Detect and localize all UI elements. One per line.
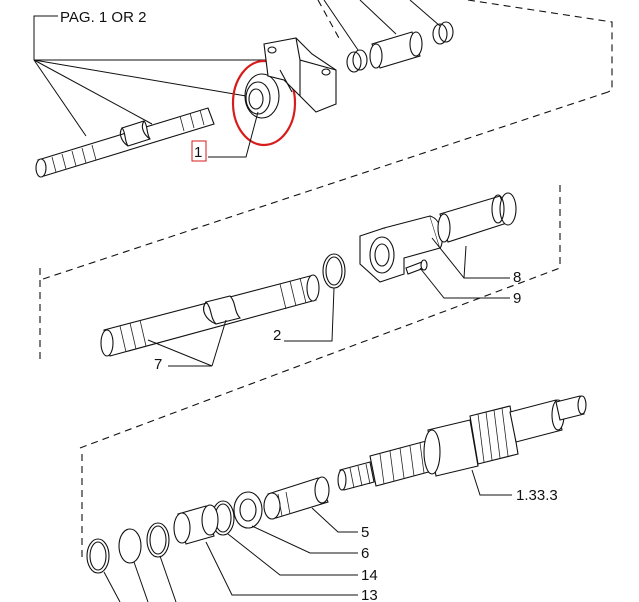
callout-8-label: 8 [513, 269, 521, 286]
leader-top-right [409, 0, 441, 27]
callout-5-label: 5 [361, 524, 369, 541]
circlip-inner [89, 541, 107, 571]
callout-8-leader [463, 245, 467, 279]
callout-1-33-3-leader [471, 469, 512, 496]
callout-14-label: 14 [361, 567, 378, 584]
geared-shaft [337, 395, 587, 491]
highlight-circle [231, 59, 297, 147]
leader-offpage [103, 571, 121, 602]
callout-9-leader [419, 267, 510, 299]
top-splined-shaft [35, 107, 215, 178]
page-reference-label: PAG. 1 OR 2 [60, 9, 146, 26]
leader-to-shaft-mid [33, 59, 153, 125]
screw-part-9 [405, 259, 428, 275]
page-ref-leader [33, 15, 58, 60]
top-circlips-and-sleeve [346, 21, 454, 73]
lower-assembly: 1.33.3 5 6 14 13 [81, 395, 587, 602]
bearing-housing [263, 37, 337, 113]
callout-7-label: 7 [154, 356, 162, 373]
callout-8-leader [431, 237, 510, 279]
ring-inner [149, 525, 167, 555]
seal-ring-inner [325, 256, 343, 286]
middle-assembly: 8 9 2 7 [39, 185, 561, 449]
leader-offpage [159, 555, 177, 602]
callout-5-leader [311, 507, 358, 533]
leader-top-right [323, 0, 359, 51]
leader-to-bearing [33, 59, 247, 97]
leader-offpage [133, 561, 149, 602]
flange-cover-part-8 [359, 215, 443, 283]
washer-part-6 [233, 491, 263, 529]
callout-6-label: 6 [361, 545, 369, 562]
washer-inner [239, 498, 257, 522]
callout-13-leader [205, 541, 358, 596]
callout-6-leader [251, 525, 358, 554]
callout-2-label: 2 [273, 327, 281, 344]
callout-1-label: 1 [194, 144, 202, 161]
middle-splined-shaft [100, 274, 320, 357]
boundary-dash [467, 0, 613, 93]
circlip [86, 538, 110, 574]
top-assembly: PAG. 1 OR 2 [33, 0, 613, 281]
callout-2-leader [284, 287, 335, 342]
collar [173, 504, 219, 545]
bearing-part-1 [244, 73, 280, 119]
callout-9-label: 9 [513, 290, 521, 307]
leader-to-shaft-end [33, 59, 87, 137]
callout-1-33-3-label: 1.33.3 [516, 487, 558, 504]
section-divider [39, 91, 609, 281]
leader-top-right [359, 0, 397, 35]
callout-1-box [191, 140, 207, 162]
section-divider [79, 267, 561, 449]
snap-ring [118, 528, 142, 564]
callout-1-leader [208, 111, 259, 158]
ring-part-13 [146, 522, 170, 558]
callout-13-label: 13 [361, 587, 378, 602]
callout-7-leader [211, 319, 227, 367]
callout-14-leader [227, 533, 358, 576]
boundary-dash [317, 0, 341, 41]
middle-sleeve [437, 192, 517, 243]
bearing-part-5 [263, 476, 330, 520]
